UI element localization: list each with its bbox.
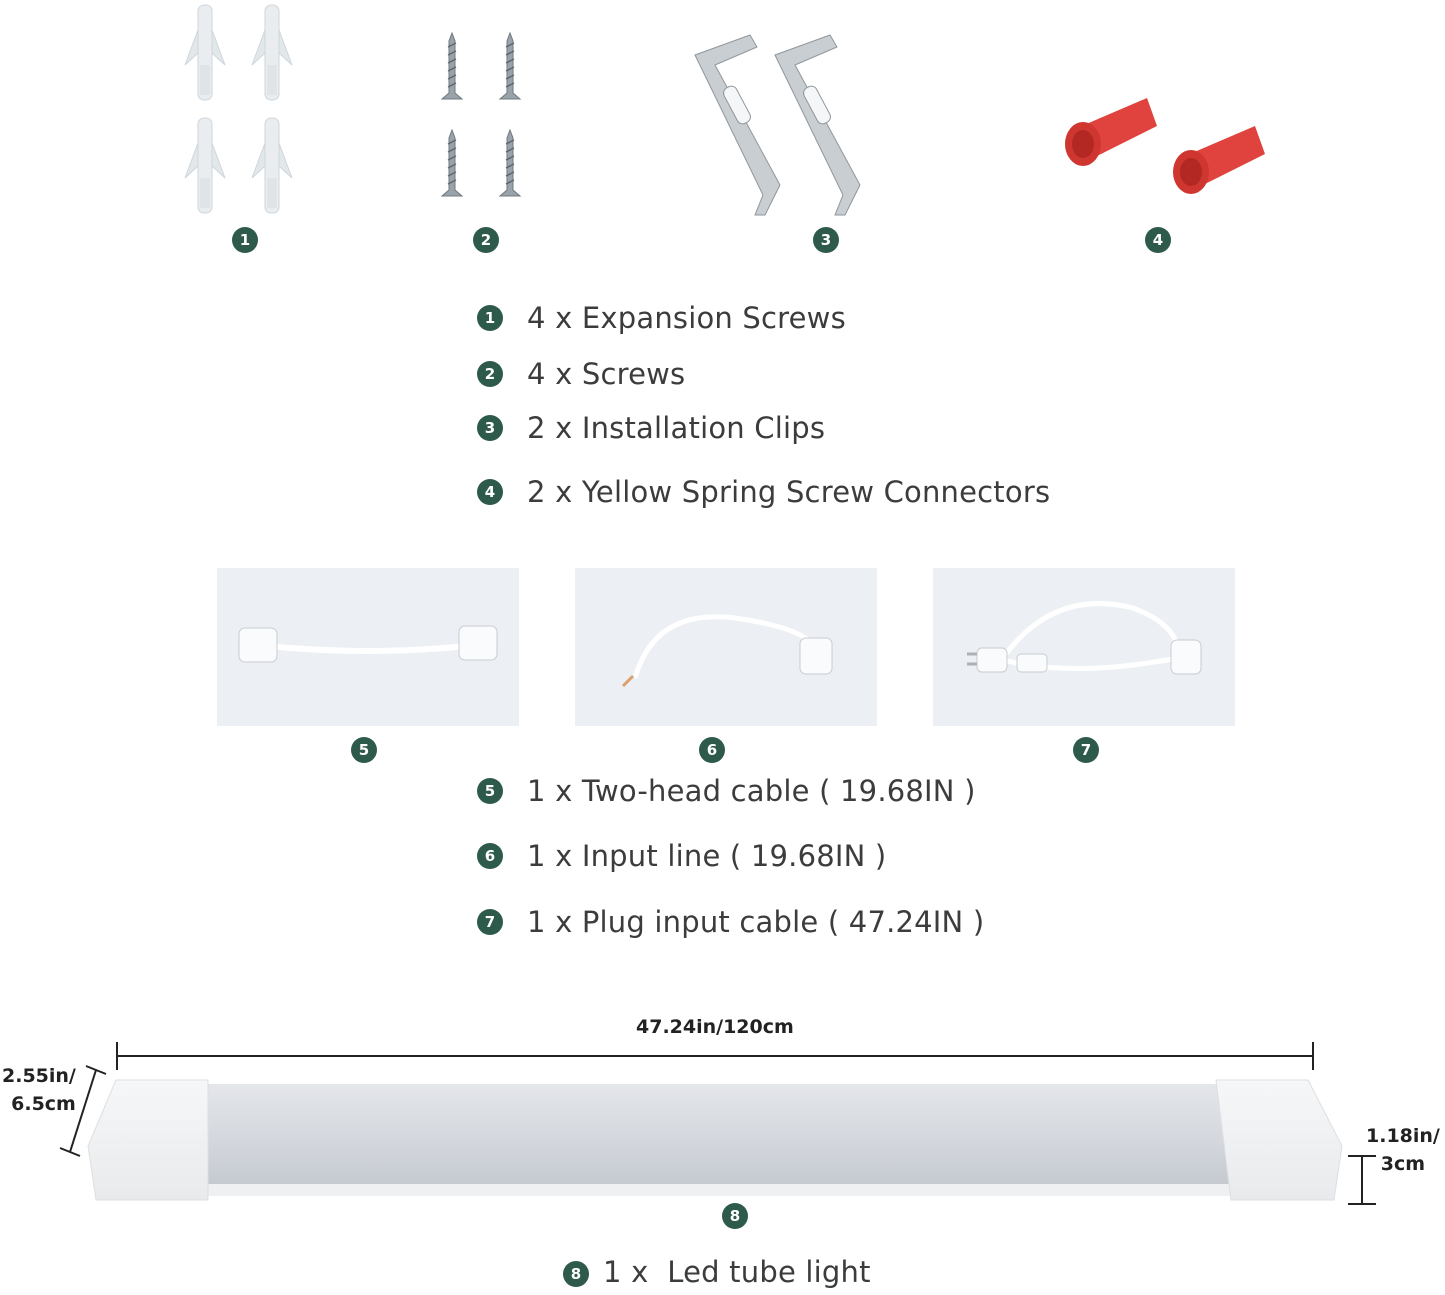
item-label: 1 x Plug input cable ( 47.24IN ) <box>527 905 985 939</box>
item-badge-4: 4 <box>477 479 503 505</box>
height-line-1: 1.18in/ <box>1366 1125 1440 1147</box>
width-line-1: 2.55in/ <box>2 1065 76 1087</box>
item-badge-6: 6 <box>477 843 503 869</box>
item-label: 4 x Expansion Screws <box>527 301 846 335</box>
part-badge-8: 8 <box>722 1203 748 1229</box>
width-line-2: 6.5cm <box>11 1093 76 1115</box>
part-badge-3: 3 <box>813 227 839 253</box>
item-badge-8: 8 <box>563 1261 589 1287</box>
item-badge-2: 2 <box>477 361 503 387</box>
part-badge-1: 1 <box>232 227 258 253</box>
part-badge-6: 6 <box>699 737 725 763</box>
item-badge-7: 7 <box>477 909 503 935</box>
part-badge-7: 7 <box>1073 737 1099 763</box>
led-tube-image <box>86 1076 1346 1208</box>
item-label: 1 x Led tube light <box>603 1255 871 1289</box>
item-label: 2 x Yellow Spring Screw Connectors <box>527 475 1051 509</box>
item-badge-3: 3 <box>477 415 503 441</box>
item-label: 4 x Screws <box>527 357 686 391</box>
width-dimension-label: 2.55in/ 6.5cm <box>2 1062 76 1118</box>
item-badge-5: 5 <box>477 778 503 804</box>
part-badge-5: 5 <box>351 737 377 763</box>
part-badge-2: 2 <box>473 227 499 253</box>
item-label: 1 x Input line ( 19.68IN ) <box>527 839 887 873</box>
item-label: 2 x Installation Clips <box>527 411 826 445</box>
two-head-cable-photo <box>217 568 519 726</box>
length-dimension-label: 47.24in/120cm <box>636 1016 794 1038</box>
item-label: 1 x Two-head cable ( 19.68IN ) <box>527 774 976 808</box>
item-badge-1: 1 <box>477 305 503 331</box>
plug-input-cable-photo <box>933 568 1235 726</box>
height-line-2: 3cm <box>1380 1153 1426 1175</box>
part-badge-4: 4 <box>1145 227 1171 253</box>
height-dimension-label: 1.18in/ 3cm <box>1366 1122 1440 1178</box>
input-line-photo <box>575 568 877 726</box>
